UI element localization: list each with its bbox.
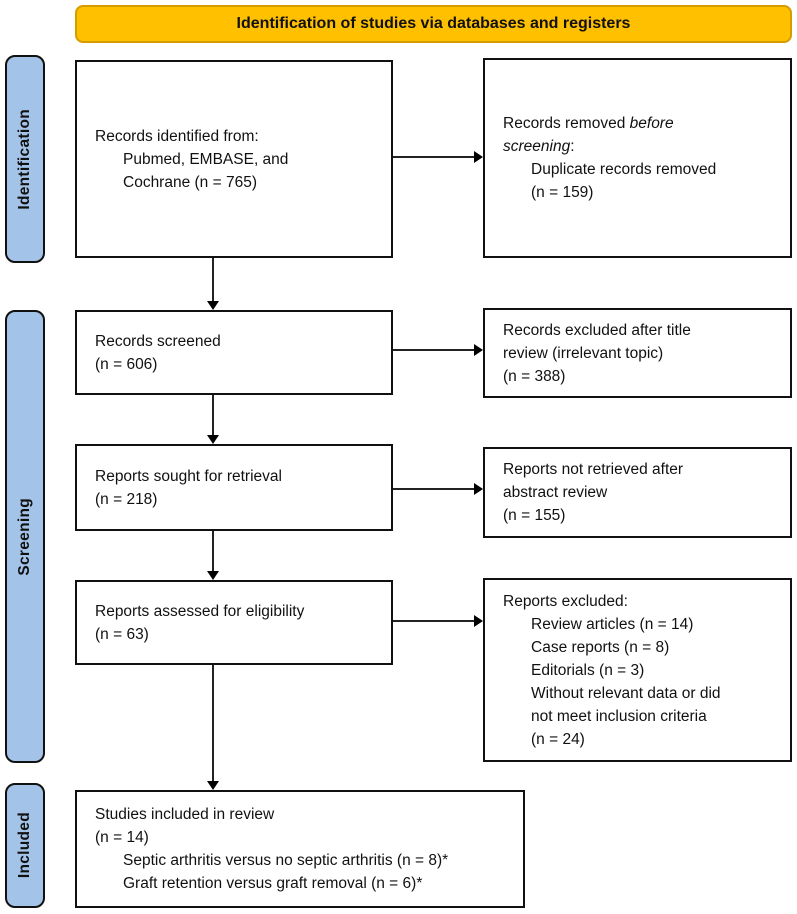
sidebar-phase-included: Included [5,783,45,908]
box-line: (n = 606) [95,355,158,373]
box-reports-excluded: Reports excluded: Review articles (n = 1… [483,578,792,762]
box-line-italic: before [629,115,674,132]
arrow-line-screened-to-sought [212,395,214,436]
box-reports-sought: Reports sought for retrieval (n = 218) [75,444,393,531]
box-line: (n = 155) [503,507,566,524]
arrow-line-identified-to-removed [393,156,474,158]
banner-identification-of-studies: Identification of studies via databases … [75,5,792,43]
box-line: review (irrelevant topic) [503,344,664,362]
sidebar-phase-screening-label: Screening [16,497,33,576]
box-line: Septic arthritis versus no septic arthri… [123,852,449,869]
box-line: Case reports (n = 8) [531,638,670,656]
sidebar-phase-identification: Identification [5,55,45,263]
arrow-line-screened-to-excluded [393,349,474,351]
arrow-down-icon [207,301,219,310]
box-line: Without relevant data or did [531,684,721,702]
box-line: Graft retention versus graft removal (n … [123,875,423,892]
box-line: (n = 218) [95,490,158,508]
arrow-line-sought-to-not-retrieved [393,488,474,490]
arrow-right-icon [474,151,483,163]
box-line: (n = 159) [531,184,594,201]
box-line: Reports assessed for eligibility [95,602,305,620]
box-records-excluded: Records excluded after title review (irr… [483,308,792,398]
box-line: Studies included in review [95,806,275,823]
banner-label: Identification of studies via databases … [236,15,631,32]
box-line: (n = 14) [95,829,149,846]
arrow-down-icon [207,781,219,790]
box-line: Review articles (n = 14) [531,615,694,633]
box-line: Records excluded after title [503,321,691,339]
box-line: (n = 24) [531,730,585,748]
box-reports-assessed: Reports assessed for eligibility (n = 63… [75,580,393,665]
box-line: Editorials (n = 3) [531,661,645,679]
sidebar-phase-identification-label: Identification [16,108,33,210]
box-line-text: : [570,138,575,155]
arrow-right-icon [474,483,483,495]
arrow-down-icon [207,435,219,444]
box-line: Cochrane (n = 765) [123,173,257,191]
box-line: (n = 63) [95,625,149,643]
arrow-right-icon [474,615,483,627]
arrow-line-identified-to-screened [212,258,214,302]
box-line-italic: screening [503,138,571,155]
arrow-line-assessed-to-included [212,665,214,782]
arrow-line-sought-to-assessed [212,531,214,572]
box-line: (n = 388) [503,367,566,385]
box-line: not meet inclusion criteria [531,707,707,725]
box-line: Reports excluded: [503,592,628,610]
box-records-screened: Records screened (n = 606) [75,310,393,395]
box-line: Records identified from: [95,127,259,145]
box-studies-included: Studies included in review (n = 14) Sept… [75,790,525,908]
box-line-text: Records removed [503,115,630,132]
arrow-right-icon [474,344,483,356]
box-line: Records removed before [503,112,782,135]
sidebar-phase-screening: Screening [5,310,45,763]
box-line: abstract review [503,484,608,501]
arrow-down-icon [207,571,219,580]
sidebar-phase-included-label: Included [16,812,33,879]
arrow-line-assessed-to-reports-excluded [393,620,474,622]
box-line: Records screened [95,332,221,350]
box-line: Duplicate records removed [531,161,717,178]
box-records-identified: Records identified from: Pubmed, EMBASE,… [75,60,393,258]
box-line: screening: [503,135,782,158]
box-reports-not-retrieved: Reports not retrieved after abstract rev… [483,447,792,538]
box-line: Pubmed, EMBASE, and [123,150,289,168]
box-line: Reports sought for retrieval [95,467,282,485]
box-records-removed: Records removed before screening: Duplic… [483,58,792,258]
box-line: Reports not retrieved after [503,461,684,478]
